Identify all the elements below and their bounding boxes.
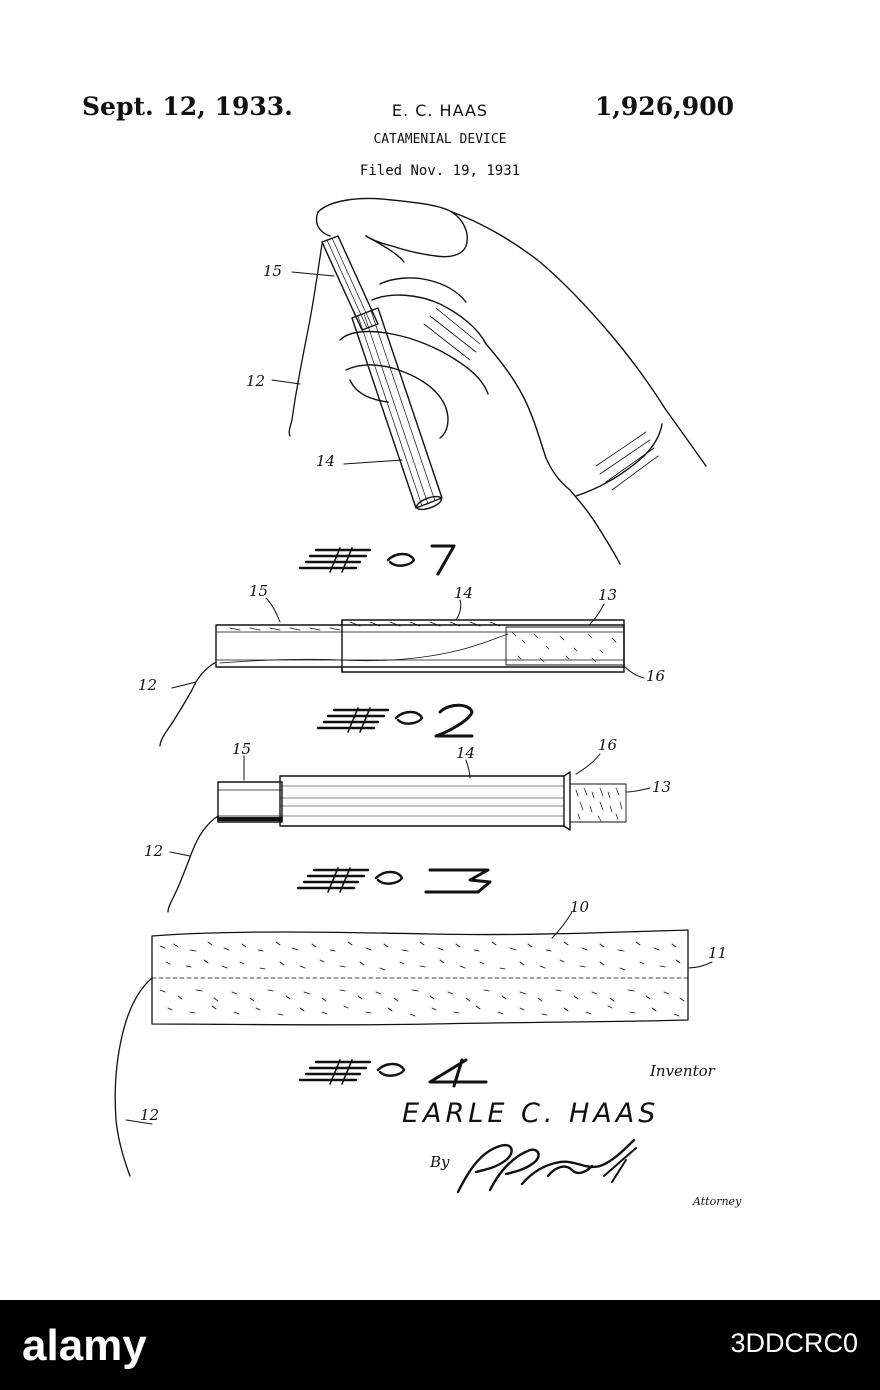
patent-sheet: Sept. 12, 1933. E. C. HAAS 1,926,900 CAT… xyxy=(0,0,880,1300)
fig2-ref-13: 13 xyxy=(598,586,617,604)
fig3-ref-14: 14 xyxy=(456,744,475,762)
stock-image-id: 3DDCRC0 xyxy=(730,1328,858,1359)
fig3-leader-lines xyxy=(170,754,650,856)
fig1-ref-14: 14 xyxy=(316,452,335,470)
stock-footer-bar: alamy 3DDCRC0 xyxy=(0,1300,880,1390)
fig4-absorbent-pad-drawing xyxy=(152,930,688,1025)
fig4-ref-11: 11 xyxy=(708,944,727,962)
fig3-assembly-drawing xyxy=(218,772,626,830)
alamy-logo-text: alamy xyxy=(22,1322,147,1370)
fig2-ref-12: 12 xyxy=(138,676,157,694)
fig3-ref-16: 16 xyxy=(598,736,617,754)
by-label: By xyxy=(430,1153,450,1171)
fig4-leader-lines xyxy=(126,912,712,1124)
attorney-label: Attorney xyxy=(693,1195,741,1208)
fig1-ref-15: 15 xyxy=(263,262,282,280)
fig2-ref-15: 15 xyxy=(249,582,268,600)
fig4-caption xyxy=(300,1060,486,1086)
fig2-leader-lines xyxy=(172,598,644,688)
fig3-ref-12: 12 xyxy=(144,842,163,860)
fig3-ref-15: 15 xyxy=(232,740,251,758)
fig1-hand-illustration xyxy=(317,199,707,565)
inventor-name: EARLE C. HAAS xyxy=(402,1098,659,1129)
fig2-ref-14: 14 xyxy=(454,584,473,602)
fig2-section-drawing xyxy=(216,620,624,672)
fig1-caption xyxy=(300,546,454,574)
fig4-ref-10: 10 xyxy=(570,898,589,916)
attorney-signature xyxy=(458,1140,636,1192)
fig2-ref-16: 16 xyxy=(646,667,665,685)
fig3-caption xyxy=(298,868,490,892)
fig1-ref-12: 12 xyxy=(246,372,265,390)
fig2-caption xyxy=(318,705,472,736)
fig3-ref-13: 13 xyxy=(652,778,671,796)
fig2-string xyxy=(160,662,216,746)
fig3-string xyxy=(168,816,218,912)
inventor-label: Inventor xyxy=(650,1062,715,1080)
fig4-string xyxy=(115,978,152,1176)
fig1-applicator xyxy=(322,236,443,512)
alamy-logo: alamy xyxy=(22,1322,222,1370)
fig4-ref-12: 12 xyxy=(140,1106,159,1124)
